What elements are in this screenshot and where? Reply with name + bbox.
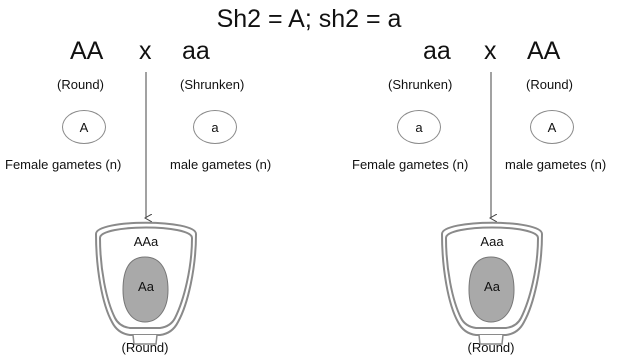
- right-male-gamete: A: [530, 110, 574, 144]
- left-seed-outer-wall: [94, 221, 198, 336]
- left-embryo: [122, 256, 169, 323]
- left-male-gamete-allele: a: [211, 119, 219, 135]
- left-cross-symbol: x: [139, 37, 152, 65]
- right-male-gametes-label: male gametes (n): [505, 157, 607, 172]
- right-female-gamete-allele: a: [415, 119, 423, 135]
- left-male-genotype: aa: [182, 37, 210, 65]
- left-male-gametes-label: male gametes (n): [170, 157, 272, 172]
- right-embryo: [468, 256, 515, 323]
- right-seed-outer-wall: [440, 221, 544, 336]
- right-female-gametes-label: Female gametes (n): [352, 157, 469, 172]
- right-seed-phenotype: (Round): [467, 340, 515, 355]
- right-seed-stalk: [478, 334, 504, 345]
- left-embryo-genotype: Aa: [138, 279, 154, 294]
- right-embryo-genotype: Aa: [484, 279, 500, 294]
- right-female-phenotype: (Shrunken): [388, 77, 453, 92]
- left-male-phenotype: (Shrunken): [180, 77, 245, 92]
- left-seed-phenotype: (Round): [121, 340, 169, 355]
- left-endosperm-genotype: AAa: [133, 234, 159, 249]
- left-female-gamete: A: [62, 110, 106, 144]
- right-seed: [440, 221, 544, 345]
- left-seed-stalk: [132, 334, 158, 345]
- right-endosperm-genotype: Aaa: [480, 234, 504, 249]
- right-male-genotype: AA: [527, 37, 561, 65]
- left-female-genotype: AA: [70, 37, 104, 65]
- left-female-phenotype: (Round): [57, 77, 104, 92]
- right-female-gamete: a: [397, 110, 441, 144]
- right-male-gamete-allele: A: [547, 119, 557, 135]
- right-cross-symbol: x: [484, 37, 497, 65]
- left-seed: [94, 221, 198, 345]
- right-female-genotype: aa: [423, 37, 451, 65]
- left-female-gamete-allele: A: [79, 119, 89, 135]
- diagram-title: Sh2 = A; sh2 = a: [216, 5, 402, 33]
- right-male-phenotype: (Round): [526, 77, 573, 92]
- left-male-gamete: a: [193, 110, 237, 144]
- left-female-gametes-label: Female gametes (n): [5, 157, 122, 172]
